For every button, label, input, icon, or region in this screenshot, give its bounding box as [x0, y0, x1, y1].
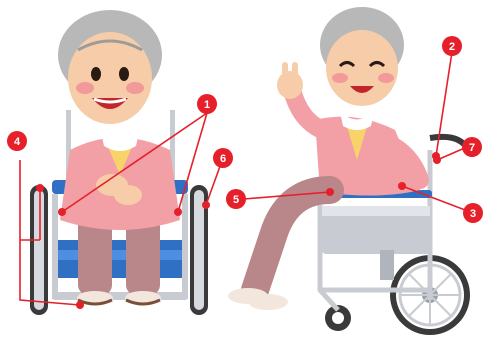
callout-badge-7: 7 — [462, 137, 482, 157]
svg-text:2: 2 — [449, 41, 455, 53]
svg-text:1: 1 — [204, 99, 210, 111]
callout-badge-2: 2 — [442, 36, 462, 56]
front-footrest-bar — [52, 292, 188, 300]
callout-badge-5: 5 — [226, 189, 246, 209]
svg-text:7: 7 — [469, 142, 475, 154]
svg-text:6: 6 — [220, 153, 226, 165]
callout-badge-3: 3 — [463, 203, 483, 223]
svg-text:5: 5 — [233, 194, 239, 206]
callout-badge-4: 4 — [7, 131, 27, 151]
svg-text:3: 3 — [470, 208, 476, 220]
side-face — [326, 30, 398, 106]
callout-badge-1: 1 — [197, 94, 217, 114]
callout-badge-6: 6 — [213, 148, 233, 168]
side-view-illustration — [228, 7, 470, 335]
front-view-illustration — [30, 10, 208, 315]
front-left-wheel — [30, 185, 48, 315]
peace-sign-hand — [277, 71, 303, 99]
svg-text:4: 4 — [14, 136, 21, 148]
front-face — [68, 32, 152, 124]
